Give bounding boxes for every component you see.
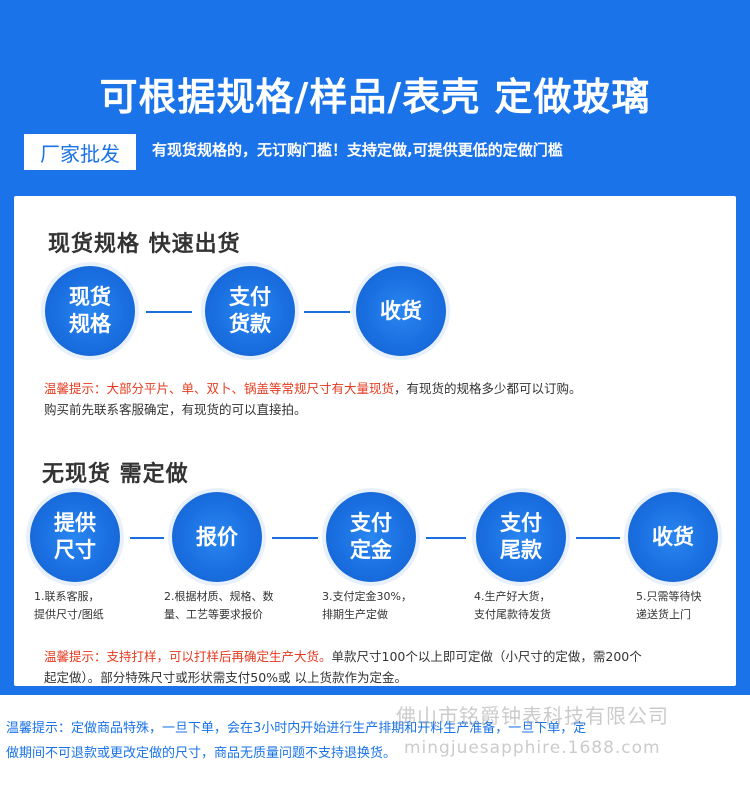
- step-label-line1: 支付: [229, 285, 271, 309]
- step-circle-receive: 收货: [356, 266, 446, 356]
- step-label-line2: 货款: [229, 312, 271, 336]
- step-caption-line1: 4.生产好大货，: [474, 590, 551, 603]
- in-stock-tip-text: ，有现货的规格多少都可以订购。: [394, 381, 582, 396]
- step-label-line1: 收货: [652, 524, 694, 549]
- step-caption-line2: 提供尺寸/图纸: [34, 608, 104, 621]
- step-circle-pay-deposit: 支付 定金: [326, 492, 416, 582]
- header-subtitle: 有现货规格的，无订购门槛！支持定做,可提供更低的定做门槛: [152, 141, 563, 159]
- in-stock-tip-highlight: 温馨提示：大部分平片、单、双卜、锅盖等常规尺寸有大量现货: [44, 381, 395, 396]
- footer-notice: 温馨提示：定做商品特殊，一旦下单，会在3小时内开始进行生产排期和开料生产准备，一…: [6, 716, 746, 766]
- step-caption-line2: 支付尾款待发货: [474, 608, 551, 621]
- step-caption-line1: 1.联系客服，: [34, 590, 100, 603]
- step-connector: [304, 311, 350, 313]
- step-label-line1: 收货: [380, 298, 422, 323]
- wholesale-badge: 厂家批发: [24, 134, 136, 170]
- step-caption: 1.联系客服， 提供尺寸/图纸: [34, 588, 104, 624]
- step-connector: [272, 537, 318, 539]
- step-caption-line1: 2.根据材质、规格、数: [164, 590, 274, 603]
- custom-tip-highlight: 温馨提示：支持打样，可以打样后再确定生产大货。: [44, 649, 332, 664]
- custom-tip: 温馨提示：支持打样，可以打样后再确定生产大货。单款尺寸100个以上即可定做（小尺…: [44, 646, 724, 688]
- step-caption-line2: 排期生产定做: [322, 608, 388, 621]
- custom-title: 无现货 需定做: [42, 462, 189, 487]
- step-connector: [146, 311, 192, 313]
- step-label-line1: 支付: [500, 511, 542, 535]
- step-caption: 3.支付定金30%， 排期生产定做: [322, 588, 412, 624]
- step-circle-pay-balance: 支付 尾款: [476, 492, 566, 582]
- footer-notice-line1: 温馨提示：定做商品特殊，一旦下单，会在3小时内开始进行生产排期和开料生产准备，一…: [6, 721, 587, 736]
- in-stock-tip: 温馨提示：大部分平片、单、双卜、锅盖等常规尺寸有大量现货，有现货的规格多少都可以…: [44, 378, 724, 420]
- in-stock-title: 现货规格 快速出货: [48, 232, 241, 257]
- step-caption: 2.根据材质、规格、数 量、工艺等要求报价: [164, 588, 274, 624]
- step-caption-line1: 5.只需等待快: [636, 590, 702, 603]
- step-caption-line2: 递送货上门: [636, 608, 691, 621]
- step-label-line2: 定金: [350, 538, 392, 562]
- company-watermark: 佛山市铭爵钟表科技有限公司: [396, 704, 669, 728]
- step-label-line2: 尾款: [500, 538, 542, 562]
- step-circle-receive: 收货: [628, 492, 718, 582]
- in-stock-tip-line2: 购买前先联系客服确定，有现货的可以直接拍。: [44, 402, 307, 417]
- step-label-line1: 报价: [196, 524, 238, 549]
- step-label-line2: 尺寸: [54, 538, 96, 562]
- page-headline: 可根据规格/样品/表壳 定做玻璃: [99, 75, 651, 119]
- step-caption-line2: 量、工艺等要求报价: [164, 608, 263, 621]
- step-circle-quote: 报价: [172, 492, 262, 582]
- url-watermark: mingjuesapphire.1688.com: [404, 738, 661, 758]
- step-label-line1: 现货: [69, 285, 111, 309]
- step-circle-pay-goods: 支付 货款: [205, 266, 295, 356]
- step-caption: 4.生产好大货， 支付尾款待发货: [474, 588, 551, 624]
- footer-notice-line2: 做期间不可退款或更改定做的尺寸，商品无质量问题不支持退换货。: [6, 746, 397, 761]
- step-connector: [130, 537, 164, 539]
- step-label-line1: 支付: [350, 511, 392, 535]
- step-caption: 5.只需等待快 递送货上门: [636, 588, 702, 624]
- step-caption-line1: 3.支付定金30%，: [322, 590, 412, 603]
- custom-tip-text: 单款尺寸100个以上即可定做（小尺寸的定做，需200个: [331, 649, 642, 664]
- step-circle-in-stock-spec: 现货 规格: [45, 266, 135, 356]
- step-connector: [426, 537, 466, 539]
- step-label-line2: 规格: [69, 312, 111, 336]
- step-label-line1: 提供: [54, 511, 96, 535]
- step-connector: [576, 537, 620, 539]
- step-circle-provide-size: 提供 尺寸: [30, 492, 120, 582]
- custom-tip-line2: 起定做）。部分特殊尺寸或形状需支付50%或 以上货款作为定金。: [44, 670, 408, 685]
